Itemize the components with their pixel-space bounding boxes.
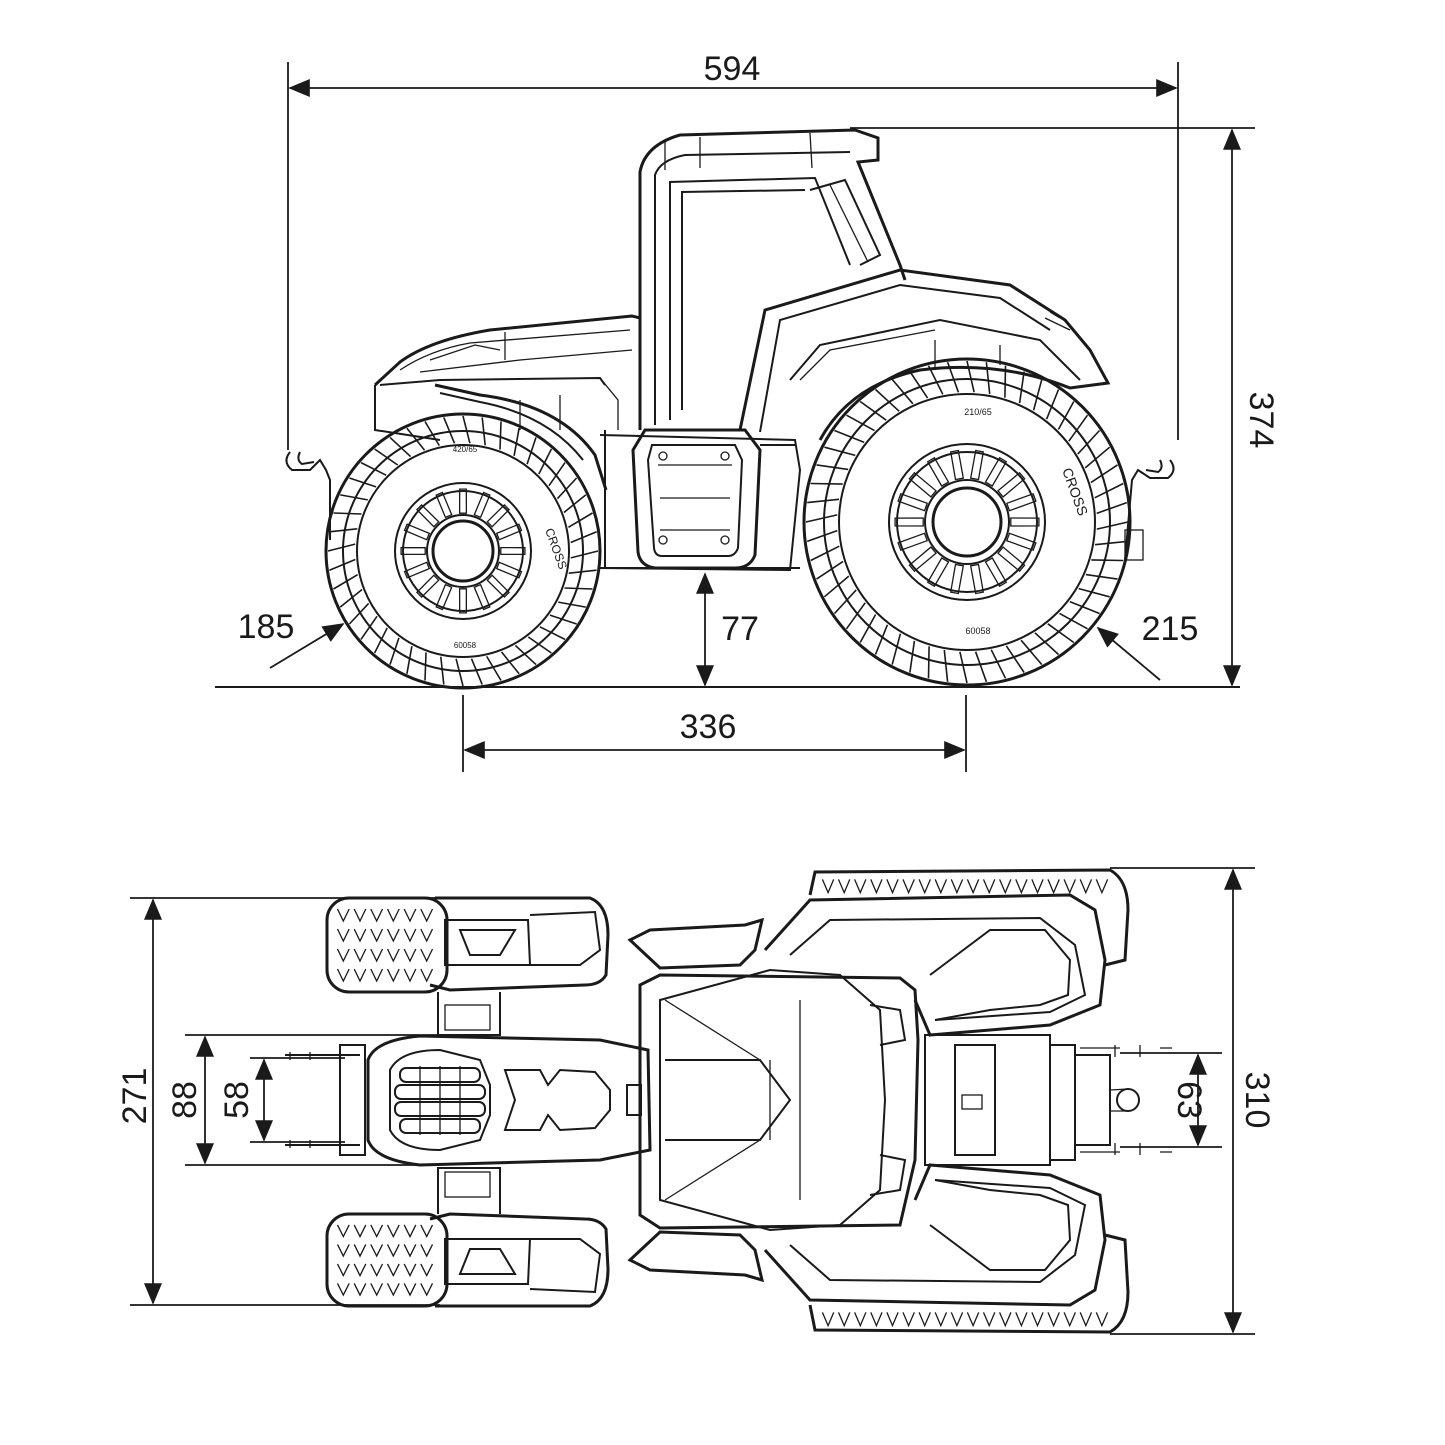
rear-rim-spokes	[894, 449, 1040, 595]
cab	[638, 128, 907, 430]
front-fenders-top	[429, 896, 610, 1308]
front-tread	[327, 415, 599, 687]
dimension-front-width: 271	[116, 897, 440, 1306]
rear-fenders-top	[763, 893, 1107, 1307]
front-left-tire-top	[325, 896, 449, 994]
rear-tire-label: 215	[1142, 610, 1199, 648]
dimension-wheelbase: 336	[462, 695, 967, 772]
front-right-tire-top	[325, 1212, 449, 1308]
front-tire-brand: CROSS	[542, 526, 570, 571]
front-width-label: 271	[116, 1068, 154, 1125]
grille-top	[394, 1066, 486, 1135]
wheelbase-label: 336	[680, 708, 737, 746]
front-wheel: 420/65 CROSS 60058	[324, 412, 602, 690]
dimension-overall-length: 594	[287, 50, 1179, 450]
front-hitch-top	[285, 1044, 366, 1156]
front-axle-top	[437, 992, 501, 1214]
overall-length-label: 594	[704, 50, 761, 88]
front-tire-code: 60058	[454, 641, 477, 650]
front-tire-label: 185	[238, 608, 295, 646]
front-dim-a-label: 88	[166, 1081, 204, 1119]
rear-deck-top	[924, 1034, 1172, 1166]
rear-tread	[805, 360, 1129, 684]
dimension-rear-hitch: 63	[1120, 1052, 1222, 1148]
rear-right-tire-top	[808, 1233, 1130, 1334]
front-dim-b-label: 58	[218, 1081, 256, 1119]
dimension-front-88: 88	[166, 1034, 440, 1166]
rear-tire-size: 210/65	[964, 407, 992, 417]
hood	[373, 314, 641, 441]
cab-top	[627, 917, 920, 1283]
rear-hitch	[1124, 459, 1175, 561]
ground-clearance-label: 77	[721, 610, 759, 648]
front-rim-spokes	[400, 488, 526, 614]
side-view: 594 374 336 77 185 215	[215, 50, 1280, 772]
rear-wheel: 210/65 CROSS 60058	[802, 357, 1132, 687]
rear-left-tire-top	[808, 868, 1130, 967]
rear-tire-code: 60058	[965, 626, 990, 636]
dimension-overall-height: 374	[850, 127, 1280, 687]
dimension-front-58: 58	[218, 1057, 345, 1143]
rear-width-label: 310	[1238, 1072, 1276, 1129]
front-tire-size: 420/65	[453, 445, 478, 454]
overall-height-label: 374	[1242, 392, 1280, 449]
front-fender	[434, 383, 608, 491]
top-view: 271 88 58 310 63	[116, 867, 1276, 1335]
dimension-rear-width: 310	[1110, 867, 1276, 1335]
front-hitch	[285, 451, 331, 540]
dimension-front-tire: 185	[238, 608, 345, 669]
chassis	[599, 428, 802, 572]
rear-hitch-label: 63	[1170, 1081, 1208, 1119]
rear-fender	[738, 268, 1111, 441]
dimension-rear-tire: 215	[1096, 610, 1199, 681]
dimension-ground-clearance: 77	[696, 572, 759, 687]
hood-top	[366, 1034, 652, 1167]
